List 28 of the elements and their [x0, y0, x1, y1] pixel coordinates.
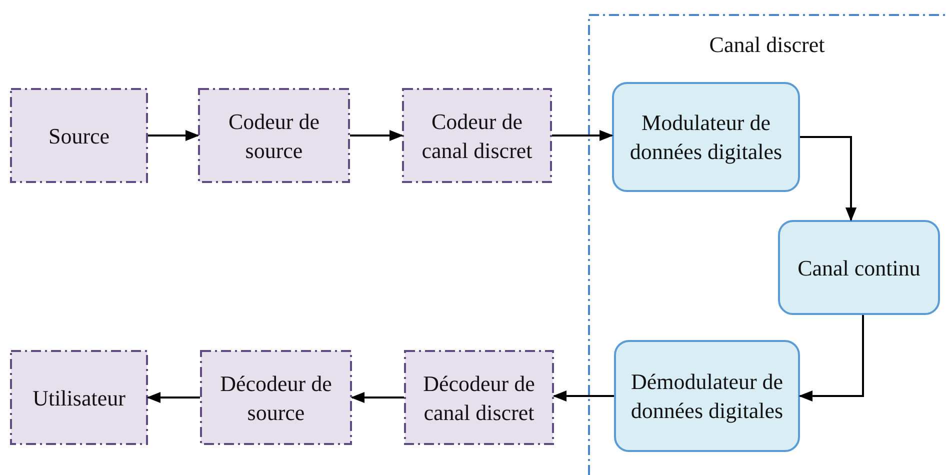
process-box — [778, 220, 940, 315]
process-box — [200, 350, 352, 445]
arrow — [552, 390, 614, 402]
box-label: Source — [47, 122, 111, 150]
channel-region — [588, 14, 946, 475]
process-box — [10, 350, 148, 445]
arrow — [350, 392, 404, 404]
box-label: Codeur de source — [227, 108, 321, 164]
process-box — [10, 88, 148, 183]
process-box — [614, 340, 800, 452]
arrow — [350, 130, 404, 142]
arrow — [148, 130, 200, 142]
box-label: Décodeur de source — [219, 370, 333, 426]
process-box — [198, 88, 350, 183]
region-title: Canal discret — [708, 31, 826, 59]
arrow — [552, 130, 614, 142]
process-box — [402, 88, 552, 183]
box-label: Décodeur de canal discret — [422, 370, 536, 426]
box-label: Canal continu — [796, 254, 922, 282]
box-label: Utilisateur — [32, 384, 126, 412]
process-box — [612, 82, 800, 192]
box-label: Modulateur de données digitales — [628, 109, 784, 166]
arrow — [146, 392, 200, 404]
arrow — [798, 315, 864, 402]
arrow — [800, 136, 857, 222]
process-box — [404, 350, 554, 445]
box-label: Codeur de canal discret — [420, 108, 534, 164]
box-label: Démodulateur de données digitales — [630, 368, 784, 425]
